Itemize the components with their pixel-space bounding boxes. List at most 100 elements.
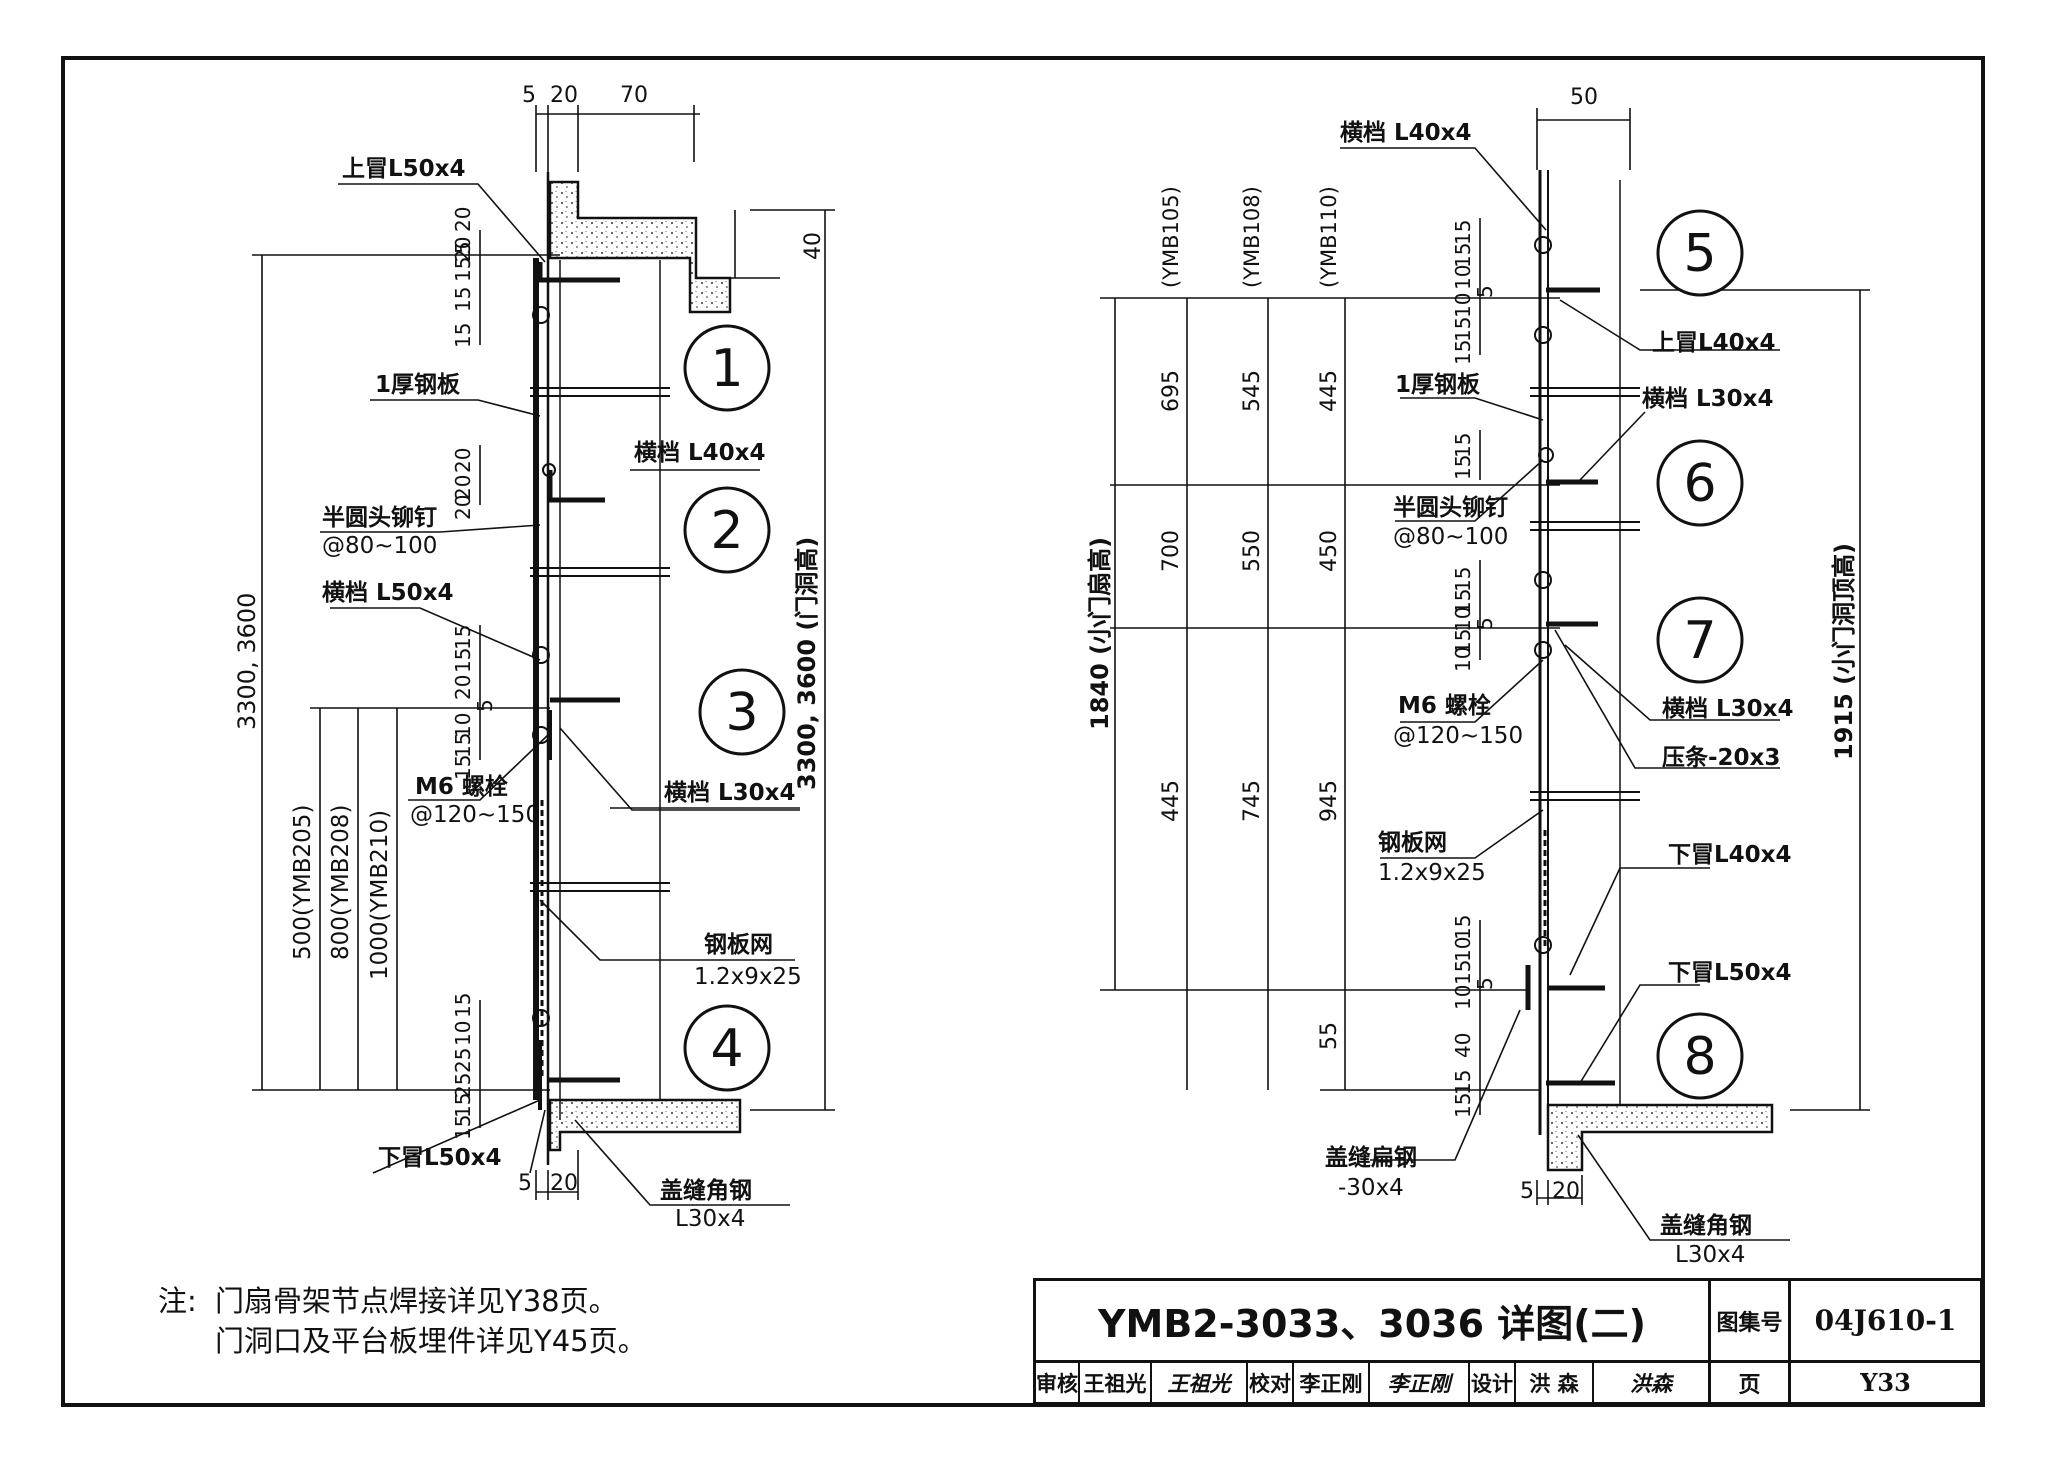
notes-line-1: 门扇骨架节点焊接详见Y38页。 <box>215 1284 618 1318</box>
right-g8-a: 15 <box>1451 915 1475 940</box>
label-rivet: 半圆头铆钉 <box>322 504 437 531</box>
right-g8-f: 40 <box>1451 1033 1475 1058</box>
label-right-flat-steel: 盖缝扁钢 <box>1325 1144 1417 1171</box>
notes-line-2: 门洞口及平台板埋件详见Y45页。 <box>215 1324 647 1358</box>
left-g2-a: 20 <box>451 448 475 473</box>
right-dimension-lines <box>1100 108 1870 1205</box>
left-g1-d: 20 <box>451 237 475 262</box>
label-right-cover-angle-size: L30x4 <box>1675 1242 1745 1268</box>
label-right-bolt: M6 螺栓 <box>1398 693 1491 719</box>
left-bottom-dim-5: 5 <box>518 1171 532 1196</box>
right-g6-a: 15 <box>1451 433 1475 458</box>
atlas-number-label: 图集号 <box>1711 1281 1791 1363</box>
right-g5-a: 15 <box>1451 220 1475 245</box>
right-col1-c: 445 <box>1159 780 1184 822</box>
right-g8-c: 15 <box>1451 960 1475 985</box>
right-g8-h: 15 <box>1451 1093 1475 1118</box>
right-g5-e: 15 <box>1451 317 1475 342</box>
label-rail-l40: 横档 L40x4 <box>634 440 766 466</box>
label-bolt-m6: M6 螺栓 <box>415 774 508 800</box>
right-bottom-dim-5: 5 <box>1520 1179 1534 1204</box>
checker-signature: 李正刚 <box>1370 1363 1470 1402</box>
callout-2-number: 2 <box>710 501 743 561</box>
left-g3-e: 10 <box>451 713 475 738</box>
callout-6-number: 6 <box>1683 454 1716 514</box>
reviewer-name: 王祖光 <box>1080 1363 1152 1402</box>
left-g1-a: 5 <box>451 241 475 254</box>
left-g3-d: 5 <box>473 699 497 712</box>
checker-name: 李正刚 <box>1294 1363 1370 1402</box>
right-g5-c: 10 <box>1451 265 1475 290</box>
label-plate-1mm: 1厚钢板 <box>375 372 461 398</box>
left-g4-f: 15 <box>451 1115 475 1140</box>
label-right-cover-angle: 盖缝角钢 <box>1660 1212 1752 1239</box>
left-right-dim-40: 40 <box>801 232 826 260</box>
review-label: 审核 <box>1036 1363 1080 1402</box>
right-col-head-ymb110: (YMB110) <box>1317 186 1341 288</box>
callout-7 <box>1656 596 1744 684</box>
left-section-detail <box>530 172 742 1165</box>
callout-6 <box>1656 439 1744 527</box>
left-g1-b: 20 <box>451 207 475 232</box>
callout-5 <box>1656 209 1744 297</box>
left-top-dim-5: 5 <box>522 83 536 108</box>
callout-1-number: 1 <box>710 339 743 399</box>
label-right-bottom-rail-l50: 下冒L50x4 <box>1668 960 1792 986</box>
right-col3-c: 945 <box>1317 780 1342 822</box>
label-right-rivet: 半圆头铆钉 <box>1393 494 1508 521</box>
left-g2-c: 20 <box>451 495 475 520</box>
notes-prefix: 注: <box>158 1284 197 1318</box>
check-label: 校对 <box>1248 1363 1294 1402</box>
left-g3-g: 15 <box>451 755 475 780</box>
left-g1-e: 15 <box>451 287 475 312</box>
right-section-detail <box>1525 170 1774 1172</box>
label-right-rail-l30-a: 横档 L30x4 <box>1642 386 1774 412</box>
right-col-head-ymb108: (YMB108) <box>1240 186 1264 288</box>
right-g5-d: 10 <box>1451 293 1475 318</box>
left-overall-height: 3300, 3600 <box>233 593 261 730</box>
sheet-border <box>61 56 1985 1407</box>
right-g7-f: 5 <box>1473 617 1497 630</box>
designer-signature: 洪森 <box>1594 1363 1711 1402</box>
label-rail-l50: 横档 L50x4 <box>322 580 454 606</box>
callout-4 <box>683 1004 771 1092</box>
right-g5-g: 5 <box>1473 285 1497 298</box>
left-g4-b: 10 <box>451 1021 475 1046</box>
right-g8-b: 10 <box>1451 937 1475 962</box>
left-g3-b: 15 <box>451 648 475 673</box>
left-bottom-slab <box>548 1098 742 1152</box>
right-g7-d: 15 <box>1451 629 1475 654</box>
drawing-title: YMB2-3033、3036 详图(二) <box>1036 1281 1711 1363</box>
left-g1-f: 15 <box>451 323 475 348</box>
right-g6-b: 15 <box>1451 455 1475 480</box>
callout-2 <box>683 486 771 574</box>
left-g4-c: 25 <box>451 1048 475 1073</box>
reviewer-signature: 王祖光 <box>1152 1363 1248 1402</box>
title-block: YMB2-3033、3036 详图(二) 图集号 04J610-1 审核 王祖光… <box>1033 1278 1983 1405</box>
label-right-mesh: 钢板网 <box>1378 830 1447 856</box>
label-top-rail-l50: 上冒L50x4 <box>342 156 466 182</box>
right-col2-a: 545 <box>1240 370 1265 412</box>
right-bottom-slab <box>1546 1103 1774 1172</box>
label-mesh: 钢板网 <box>704 932 773 958</box>
left-callouts <box>683 324 786 1092</box>
right-leader-lines <box>1340 147 1790 1241</box>
left-g2-b: 20 <box>451 475 475 500</box>
right-g8-d: 5 <box>1473 977 1497 990</box>
label-right-flat-steel-size: -30x4 <box>1338 1175 1404 1201</box>
right-g7-e: 10 <box>1451 647 1475 672</box>
right-bottom-dim-20: 20 <box>1552 1179 1580 1204</box>
label-rail-l30: 横档 L30x4 <box>664 780 796 806</box>
left-g3-c: 20 <box>451 675 475 700</box>
left-leader-lines <box>320 183 800 1206</box>
callout-5-number: 5 <box>1683 224 1716 284</box>
callout-8-number: 8 <box>1683 1027 1716 1087</box>
left-g1-c: 15 <box>451 257 475 282</box>
right-g7-c: 10 <box>1451 607 1475 632</box>
right-g5-b: 15 <box>1451 243 1475 268</box>
callout-4-number: 4 <box>710 1019 743 1079</box>
left-g3-f: 15 <box>451 733 475 758</box>
designer-name: 洪 森 <box>1516 1363 1594 1402</box>
left-ymb210: 1000(YMB210) <box>367 810 393 980</box>
